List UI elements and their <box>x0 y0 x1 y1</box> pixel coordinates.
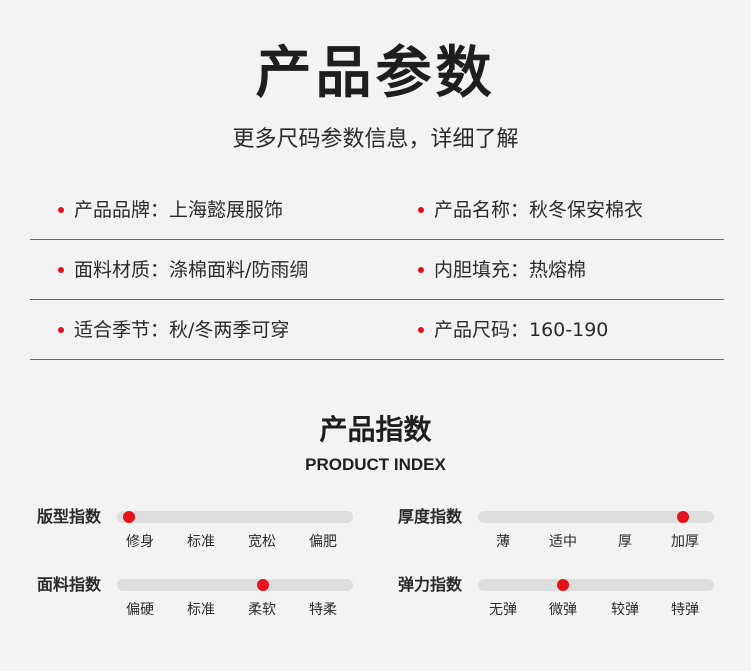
metric-label: 厚度指数 <box>398 507 463 526</box>
metric-tick: 较弹 <box>611 602 639 618</box>
index-title: 产品指数 <box>319 413 432 446</box>
metric-tick: 厚 <box>618 534 632 550</box>
param-row: 产品品牌：上海懿展服饰 产品名称：秋冬保安棉衣 <box>30 180 724 240</box>
metric-level-knob <box>122 511 135 523</box>
metric-tick: 标准 <box>187 534 215 550</box>
metric-track <box>478 579 714 591</box>
bullet-dot-icon <box>58 207 64 213</box>
param-text: 面料材质：涤棉面料/防雨绸 <box>74 259 309 281</box>
bullet-dot-icon <box>418 207 424 213</box>
metric-tick: 微弹 <box>549 602 577 618</box>
bullet-dot-icon <box>58 327 64 333</box>
metric-tick: 薄 <box>496 534 510 550</box>
metric-fabric: 面料指数 偏硬 标准 柔软 特柔 <box>37 574 377 634</box>
param-filling: 内胆填充：热熔棉 <box>418 256 587 284</box>
metric-level-knob <box>257 579 270 591</box>
param-fabric: 面料材质：涤棉面料/防雨绸 <box>58 256 309 284</box>
metric-tick: 特弹 <box>671 602 699 618</box>
metric-fit: 版型指数 修身 标准 宽松 偏肥 <box>37 506 377 566</box>
metric-elasticity: 弹力指数 无弹 微弹 较弹 特弹 <box>398 574 738 634</box>
metric-tick: 柔软 <box>248 602 276 618</box>
metric-label: 版型指数 <box>37 507 102 526</box>
page-subtitle: 更多尺码参数信息，详细了解 <box>232 127 519 152</box>
metric-track <box>117 511 353 523</box>
metric-tick: 修身 <box>126 534 154 550</box>
bullet-dot-icon <box>418 327 424 333</box>
metric-track <box>478 511 714 523</box>
param-season: 适合季节：秋/冬两季可穿 <box>58 316 290 344</box>
param-product-name: 产品名称：秋冬保安棉衣 <box>418 196 644 224</box>
bullet-dot-icon <box>418 267 424 273</box>
param-text: 内胆填充：热熔棉 <box>434 259 587 281</box>
metric-tick: 加厚 <box>671 534 699 550</box>
metric-tick: 特柔 <box>309 602 337 618</box>
param-brand: 产品品牌：上海懿展服饰 <box>58 196 284 224</box>
metric-tick: 偏肥 <box>309 534 337 550</box>
page-title: 产品参数 <box>255 41 496 106</box>
param-row: 面料材质：涤棉面料/防雨绸 内胆填充：热熔棉 <box>30 240 724 300</box>
param-text: 适合季节：秋/冬两季可穿 <box>74 319 290 341</box>
metric-level-knob <box>677 511 690 523</box>
metric-track <box>117 579 353 591</box>
param-size: 产品尺码：160-190 <box>418 316 609 344</box>
metric-level-knob <box>556 579 569 591</box>
params-table: 产品品牌：上海懿展服饰 产品名称：秋冬保安棉衣 面料材质：涤棉面料/防雨绸 内胆… <box>30 180 724 360</box>
param-text: 产品品牌：上海懿展服饰 <box>74 199 284 221</box>
index-subtitle: PRODUCT INDEX <box>305 455 446 474</box>
metric-tick: 适中 <box>549 534 577 550</box>
param-text: 产品尺码：160-190 <box>434 319 609 341</box>
metric-thickness: 厚度指数 薄 适中 厚 加厚 <box>398 506 738 566</box>
metric-tick: 偏硬 <box>126 602 154 618</box>
metric-label: 弹力指数 <box>398 575 463 594</box>
metric-tick: 标准 <box>187 602 215 618</box>
bullet-dot-icon <box>58 267 64 273</box>
metric-label: 面料指数 <box>37 575 102 594</box>
metric-tick: 宽松 <box>248 534 276 550</box>
param-row: 适合季节：秋/冬两季可穿 产品尺码：160-190 <box>30 300 724 360</box>
metric-tick: 无弹 <box>489 602 517 618</box>
param-text: 产品名称：秋冬保安棉衣 <box>434 199 644 221</box>
